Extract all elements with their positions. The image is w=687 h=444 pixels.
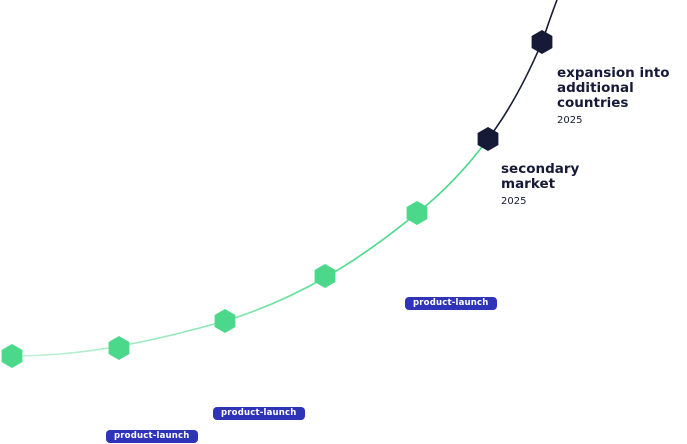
milestone-hexagon-icon — [314, 264, 336, 288]
milestone-title: founding — [0, 387, 60, 403]
milestone-hexagon-icon — [214, 309, 236, 333]
timeline-line-green — [11, 138, 489, 357]
milestone-date: August 2023 — [213, 389, 277, 401]
timeline-line-navy — [487, 0, 558, 140]
milestone-hexagon-icon — [477, 127, 499, 151]
milestone-title: Crowd-R Investment — [313, 307, 390, 338]
milestone-hexagon-icon — [1, 344, 23, 368]
milestone-title: expansion into additional countries — [557, 65, 670, 111]
product-launch-badge: product-launch — [213, 406, 305, 421]
milestone-hexagon-icon — [531, 30, 553, 54]
product-launch-badge: product-launch — [405, 296, 497, 311]
milestone-founding: founding May 2022 — [0, 388, 60, 418]
milestone-date: 2025 — [557, 114, 583, 126]
milestone-title: private offer — [106, 378, 154, 409]
milestone-hexagon-icon — [406, 201, 428, 225]
milestone-crowd-r-investment: Crowd-R Investment Sept 2023 — [313, 308, 389, 353]
milestone-date: May 2022 — [0, 406, 50, 418]
milestone-date: Sept 2023 — [313, 341, 365, 353]
product-launch-badge: product-launch — [106, 429, 198, 444]
milestone-employee-participation: employee participation August 2023 produ… — [213, 355, 305, 421]
milestone-date: 2025 — [501, 195, 527, 207]
milestone-date: Q3 2024 — [405, 279, 448, 291]
milestone-title: employee participation — [213, 355, 299, 386]
milestone-private-offer: private offer May 2023 product-launch — [106, 378, 198, 444]
milestone-crowd-investing: crowd- investing Q3 2024 product-launch — [405, 245, 497, 311]
milestone-title: crowd- investing — [405, 245, 467, 276]
milestone-title: secondary market — [501, 161, 580, 192]
milestone-secondary-market: secondary market 2025 — [501, 162, 579, 207]
milestone-date: May 2023 — [106, 412, 156, 424]
milestone-hexagon-icon — [108, 336, 130, 360]
milestone-expansion: expansion into additional countries 2025 — [557, 66, 687, 126]
